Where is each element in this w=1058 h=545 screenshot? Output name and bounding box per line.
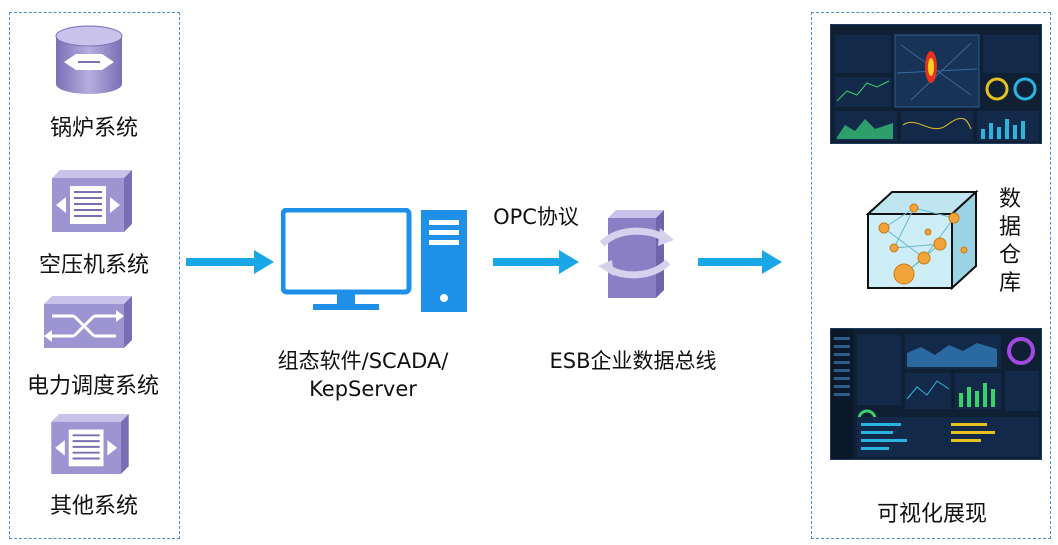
scada-label-line2: KepServer <box>309 377 417 401</box>
warehouse-label-2: 据 <box>998 215 1021 240</box>
warehouse-label-1: 数 <box>998 187 1021 212</box>
output-group <box>811 12 1051 539</box>
esb-bus-cube-icon <box>598 210 674 298</box>
flow-arrow-icon <box>186 250 274 274</box>
warehouse-label-4: 库 <box>998 271 1021 296</box>
scada-label-line1: 组态软件/SCADA/ <box>277 349 449 373</box>
computer-workstation-icon <box>281 208 467 312</box>
warehouse-label-3: 仓 <box>998 243 1021 268</box>
esb-label: ESB企业数据总线 <box>549 349 717 373</box>
switch-router-icon <box>44 296 132 348</box>
display-label: 可视化展现 <box>876 502 987 527</box>
flow-arrow-icon <box>493 250 579 274</box>
source-label-compressor: 空压机系统 <box>38 253 149 278</box>
source-label-other: 其他系统 <box>49 494 138 519</box>
dashboard-thumbnail-top <box>830 24 1042 144</box>
database-cylinder-icon <box>55 25 123 94</box>
source-systems-group <box>9 12 180 539</box>
source-label-power-dispatch: 电力调度系统 <box>26 374 159 399</box>
flow-arrow-icon <box>698 250 782 274</box>
protocol-label: OPC协议 <box>493 205 579 229</box>
server-module-icon <box>52 170 132 232</box>
server-module-icon <box>51 414 129 474</box>
data-warehouse-cube-icon <box>865 189 979 291</box>
source-label-boiler: 锅炉系统 <box>49 116 138 141</box>
dashboard-thumbnail-bottom <box>830 328 1042 460</box>
